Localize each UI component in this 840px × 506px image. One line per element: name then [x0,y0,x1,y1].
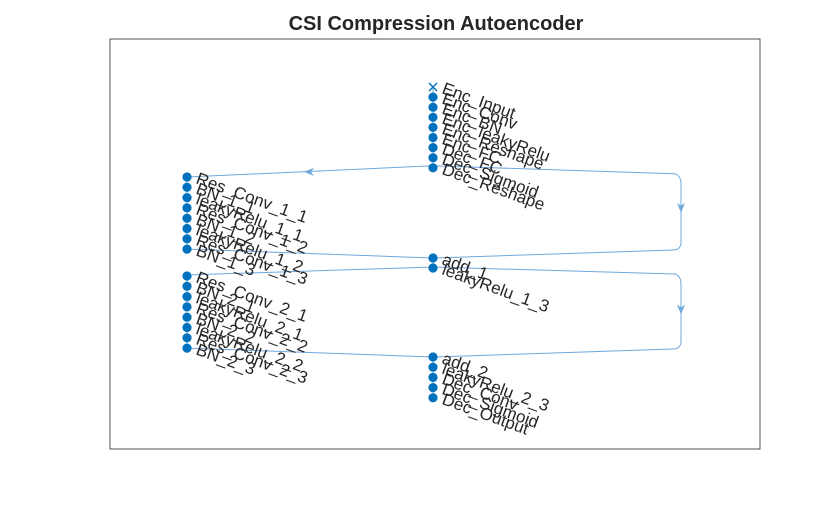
node-marker-dec-sigmoid [428,383,438,393]
node-marker-enc-conv [428,92,438,102]
node-marker-add-1 [428,253,438,263]
node-marker-dec-reshape [428,163,438,173]
node-marker-bn-1-3 [182,244,192,254]
node-marker-add-2 [428,352,438,362]
node-marker-leakyrelu-1-3 [428,263,438,273]
plot-title: CSI Compression Autoencoder [289,13,584,35]
node-marker-res-conv-1-3 [182,234,192,244]
edge-arrow-dec-reshape-to-add-1 [677,202,685,213]
node-marker-leakyrelu-1-1 [182,193,192,203]
node-marker-leakyrelu-2-3 [428,362,438,372]
node-marker-leakyrelu-2-2 [182,322,192,333]
nodes-layer [182,82,438,403]
node-marker-leakyrelu-2-1 [182,292,192,302]
node-marker-enc-fc [428,132,438,143]
node-marker-dec-conv [428,372,438,382]
node-marker-enc-bn [428,102,438,112]
edge-arrow-dec-reshape-to-res-conv-1-1 [304,167,314,176]
edge-leakyrelu-1-3-to-res-conv-2-1 [186,266,434,276]
node-marker-enc-input [428,82,438,92]
edge-bn-2-3-to-add-2 [186,347,434,358]
node-marker-bn-2-1 [182,281,192,291]
node-marker-bn-2-2 [182,312,192,322]
edge-bn-1-3-to-add-1 [186,248,434,259]
node-marker-bn-2-3 [182,343,192,353]
node-marker-bn-1-2 [182,213,192,223]
node-marker-leakyrelu-1-2 [182,223,192,234]
node-marker-dec-fc [428,143,438,153]
axes-box [109,38,761,450]
labels-layer: Enc_InputEnc_ConvEnc_BNEnc_leakyReluEnc_… [194,79,553,439]
node-marker-dec-sigmoid [428,153,438,163]
node-marker-res-conv-1-1 [182,172,192,182]
node-marker-res-conv-2-2 [182,302,192,312]
node-marker-enc-reshape [428,122,438,132]
node-marker-res-conv-2-1 [182,271,192,281]
node-marker-enc-leakyrelu [428,112,438,122]
edge-arrow-leakyrelu-1-3-to-add-2 [677,304,685,315]
node-marker-bn-1-1 [182,182,192,192]
node-marker-dec-output [428,393,438,403]
node-marker-res-conv-1-2 [182,203,192,213]
node-marker-res-conv-2-3 [182,333,192,343]
